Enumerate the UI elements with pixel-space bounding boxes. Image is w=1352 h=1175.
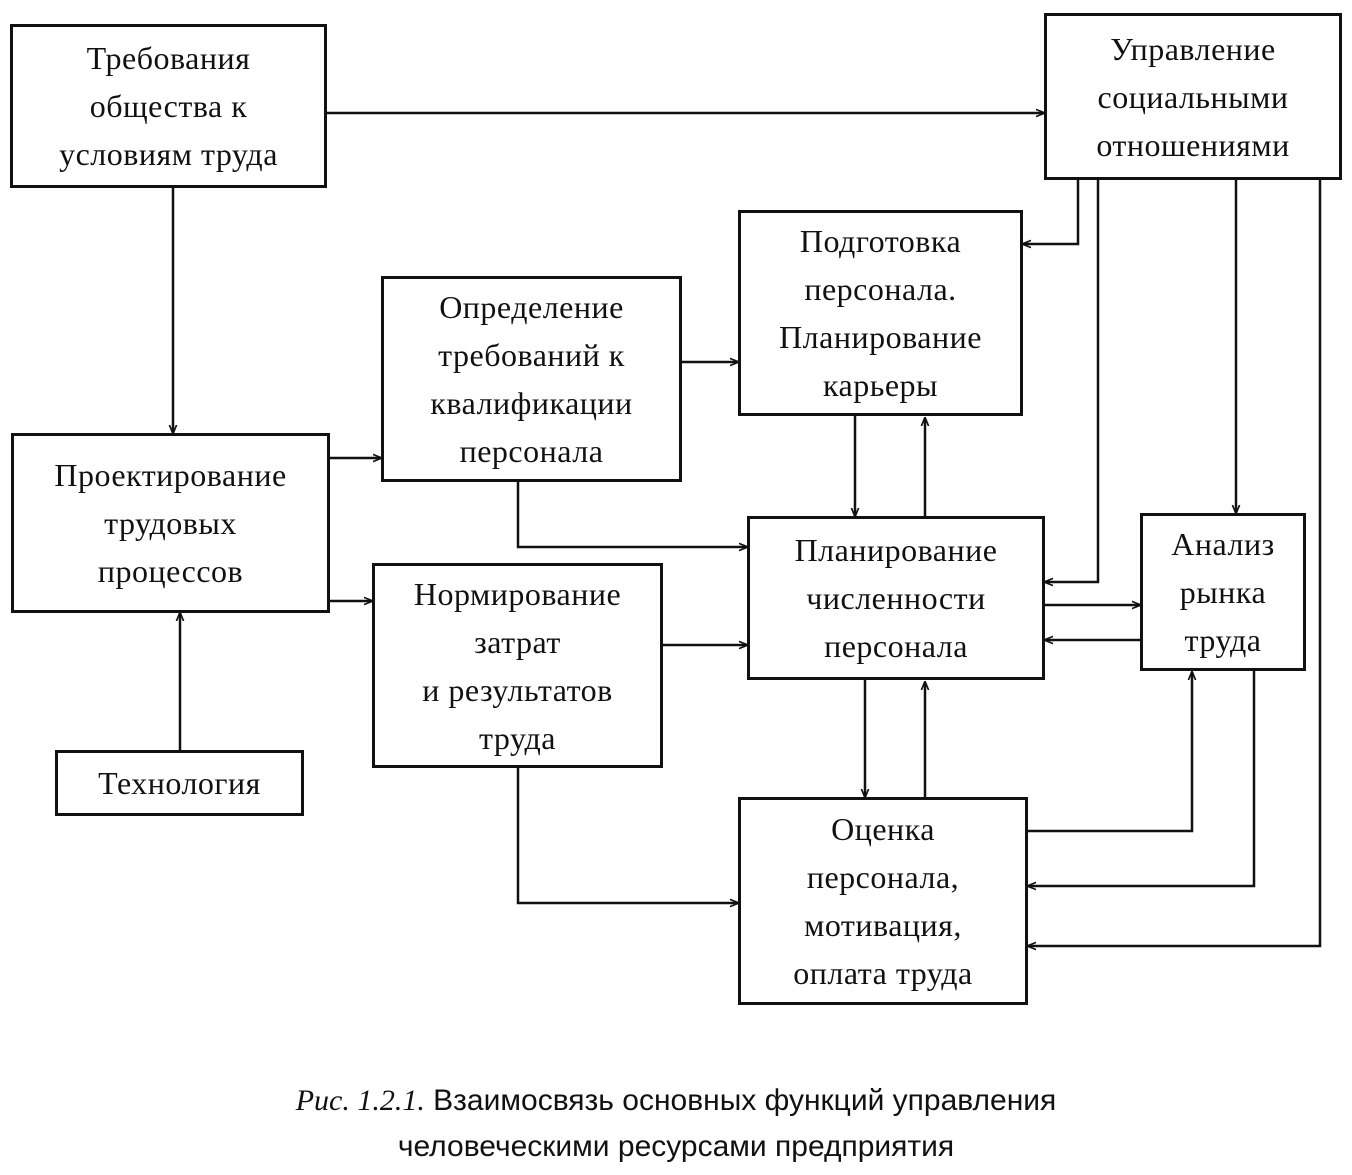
arrow-market-to-evaluation [1028, 670, 1256, 886]
box-staffing-planning: Планирование численности персонала [747, 516, 1045, 680]
caption-line2: человеческими ресурсами предприятия [397, 1130, 955, 1163]
box-society-requirements: Требования общества к условиям труда [10, 24, 327, 188]
caption-line1: Взаимосвязь основных функций управления [433, 1084, 1057, 1117]
arrow-norming-to-evaluation [516, 767, 738, 903]
box-qualification: Определение требований к квалификации пе… [381, 276, 682, 482]
figure-caption: Рис. 1.2.1. Взаимосвязь основных функций… [0, 1078, 1352, 1170]
box-social-relations: Управление социальными отношениями [1044, 13, 1342, 180]
box-training-career: Подготовка персонала. Планирование карье… [738, 210, 1023, 416]
box-labor-norming: Нормирование затрат и результатов труда [372, 563, 663, 768]
box-work-design: Проектирование трудовых процессов [11, 433, 330, 613]
box-market-analysis: Анализ рынка труда [1140, 513, 1306, 671]
arrow-social-to-staffing [1045, 178, 1100, 582]
arrow-social-to-evaluation [1028, 178, 1322, 946]
arrow-qualification-to-staffing [516, 481, 747, 547]
arrow-evaluation-to-market [1028, 672, 1192, 833]
caption-prefix: Рис. 1.2.1. [295, 1084, 425, 1117]
box-evaluation-pay: Оценка персонала, мотивация, оплата труд… [738, 797, 1028, 1005]
box-technology: Технология [55, 750, 304, 816]
arrow-social-to-training [1023, 178, 1080, 244]
